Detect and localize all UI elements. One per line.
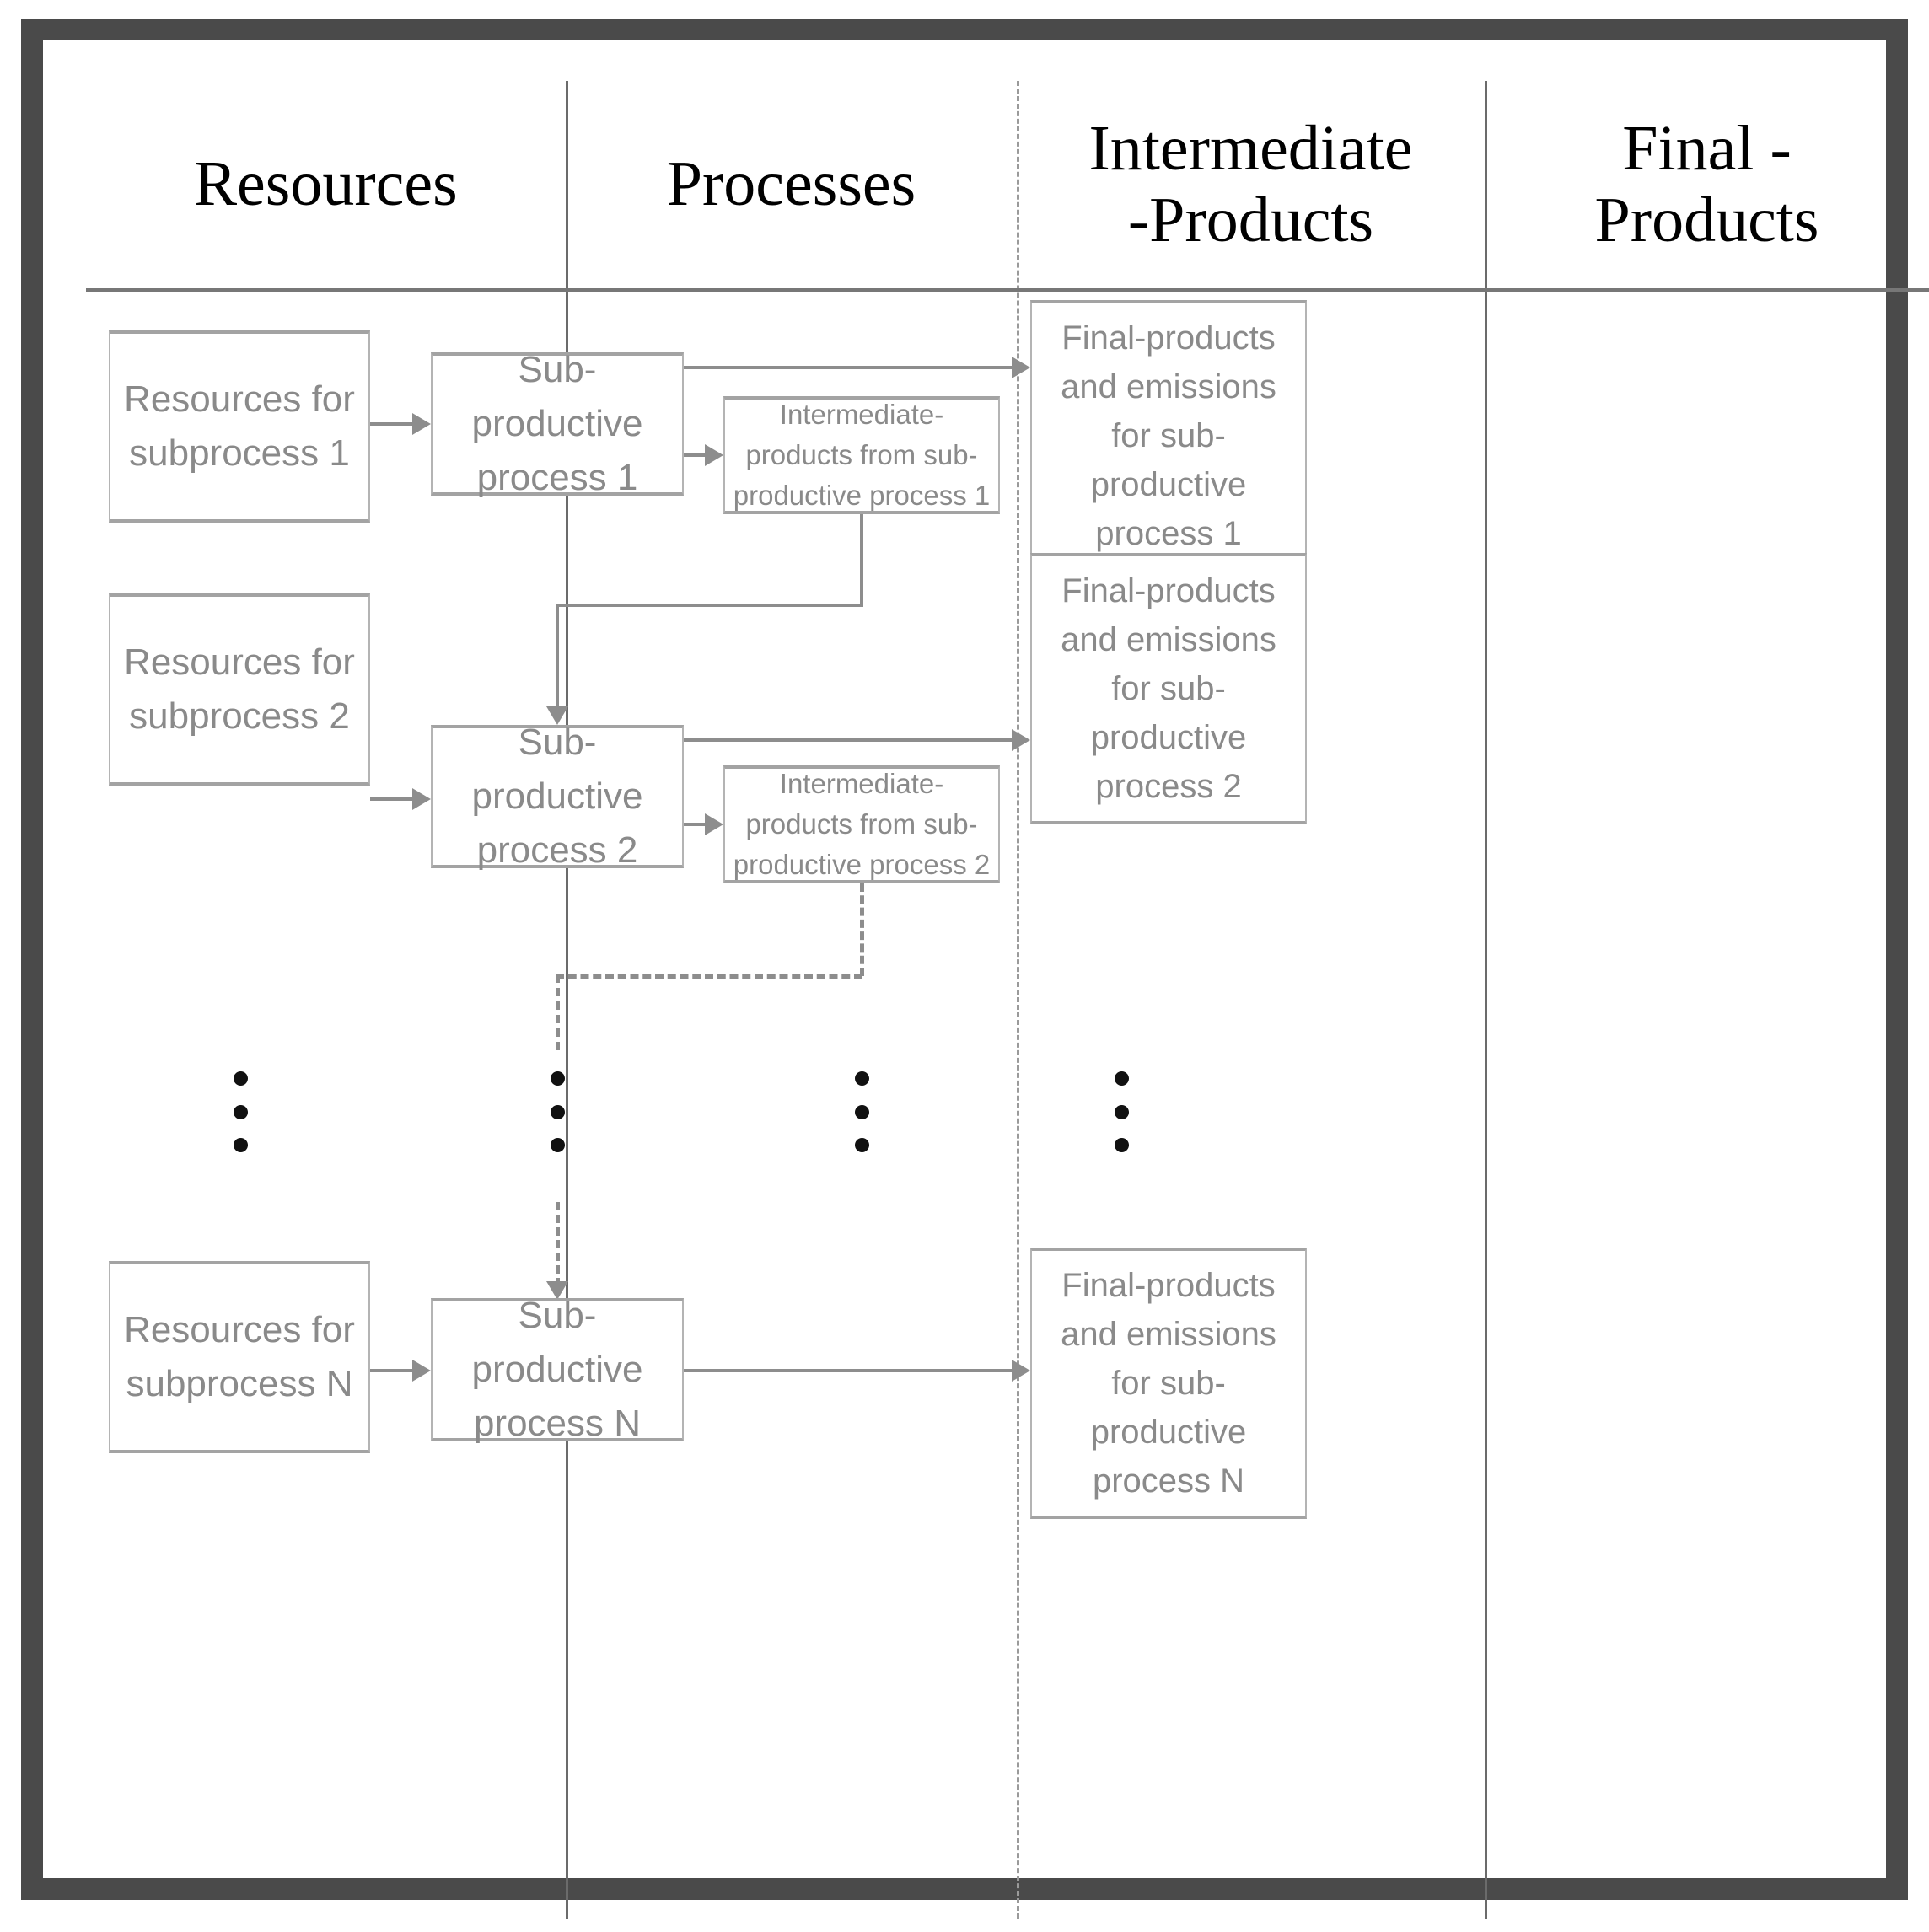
process-box-n-label: Sub-productive process N [471, 1295, 643, 1444]
ellipsis-dot [550, 1138, 565, 1152]
ellipsis-processes [546, 1071, 568, 1152]
column-header-intermediate-products: Intermediate-Products [1017, 81, 1485, 288]
ellipsis-dot [1114, 1104, 1129, 1119]
final-box-n[interactable]: Final-products and emissions for sub-pro… [1030, 1248, 1307, 1519]
process-box-1[interactable]: Sub-productive process 1 [431, 349, 684, 498]
resource-box-2-label: Resources for subprocess 2 [124, 641, 355, 737]
column-header-intermediate-line2: -Products [1127, 185, 1374, 255]
final-box-1-label: Final-products and emissions for sub-pro… [1061, 319, 1276, 552]
column-header-resources-label: Resources [194, 148, 458, 220]
arrowhead-proc2-final2 [1012, 729, 1030, 751]
connector-inter2-feedback-left [556, 974, 862, 979]
column-header-intermediate-line1: Intermediate [1088, 112, 1413, 184]
resource-box-1[interactable]: Resources for subprocess 1 [109, 330, 370, 523]
ellipsis-dot [550, 1071, 565, 1086]
column-header-final-line2: Products [1594, 185, 1819, 255]
column-header-resources: Resources [86, 81, 566, 288]
ellipsis-dot [1114, 1071, 1129, 1086]
final-box-1[interactable]: Final-products and emissions for sub-pro… [1030, 300, 1307, 572]
connector-inter2-feedback-down [860, 883, 864, 976]
intermediate-box-1-label: Intermediate-products from sub-productiv… [733, 399, 991, 511]
connector-proc2-inter2 [684, 823, 705, 826]
connector-res1-proc1 [370, 422, 412, 426]
arrowhead-proc1-inter1 [705, 444, 723, 466]
swimlane-table: Resources Processes Intermediate-Product… [86, 81, 1929, 1919]
resource-box-n-label: Resources for subprocess N [124, 1309, 355, 1404]
connector-inter2-feedback-into-procN [556, 1202, 560, 1286]
resource-box-2[interactable]: Resources for subprocess 2 [109, 593, 370, 786]
ellipsis-dot [854, 1071, 869, 1086]
ellipsis-resources [229, 1071, 251, 1152]
arrowhead-res1-proc1 [412, 413, 431, 435]
resource-box-n[interactable]: Resources for subprocess N [109, 1261, 370, 1453]
arrowhead-proc1-final1 [1012, 357, 1030, 378]
ellipsis-intermediate [851, 1071, 873, 1152]
process-box-2-label: Sub-productive process 2 [471, 722, 643, 871]
connector-inter1-feedback-left [556, 604, 863, 607]
arrowhead-res2-proc2 [412, 788, 431, 810]
column-header-processes: Processes [566, 81, 1017, 288]
ellipsis-dot [854, 1104, 869, 1119]
connector-proc2-final2 [684, 738, 1012, 742]
final-box-2[interactable]: Final-products and emissions for sub-pro… [1030, 553, 1307, 824]
intermediate-box-1[interactable]: Intermediate-products from sub-productiv… [723, 396, 1000, 514]
column-header-final-line1: Final - [1622, 112, 1792, 184]
arrowhead-inter2-procN [546, 1281, 568, 1300]
connector-procn-finaln [684, 1369, 1012, 1372]
ellipsis-dot [233, 1138, 248, 1152]
connector-inter2-feedback-stub [556, 974, 560, 1050]
final-box-n-label: Final-products and emissions for sub-pro… [1061, 1267, 1276, 1500]
connector-inter1-feedback-into-proc2 [556, 604, 559, 710]
arrowhead-procn-finaln [1012, 1360, 1030, 1382]
arrowhead-proc2-inter2 [705, 813, 723, 835]
column-divider-resources-processes [566, 81, 568, 1919]
column-header-final-products: Final -Products [1485, 81, 1929, 288]
arrowhead-resn-procn [412, 1360, 431, 1382]
process-box-1-label: Sub-productive process 1 [471, 349, 643, 498]
connector-inter1-feedback-down [860, 514, 863, 607]
outer-frame: Resources Processes Intermediate-Product… [21, 19, 1929, 1919]
final-box-2-label: Final-products and emissions for sub-pro… [1061, 572, 1276, 805]
intermediate-box-2[interactable]: Intermediate-products from sub-productiv… [723, 765, 1000, 883]
process-box-n[interactable]: Sub-productive process N [431, 1295, 684, 1444]
resource-box-1-label: Resources for subprocess 1 [124, 378, 355, 474]
connector-res2-proc2 [370, 797, 412, 801]
intermediate-box-2-label: Intermediate-products from sub-productiv… [733, 768, 991, 880]
column-divider-processes-intermediate [1017, 81, 1019, 1919]
ellipsis-dot [233, 1071, 248, 1086]
ellipsis-dot [854, 1138, 869, 1152]
process-box-2[interactable]: Sub-productive process 2 [431, 722, 684, 871]
ellipsis-dot [550, 1104, 565, 1119]
column-divider-intermediate-final [1485, 81, 1487, 1919]
connector-resn-procn [370, 1369, 412, 1372]
column-header-processes-label: Processes [666, 148, 916, 220]
connector-proc1-inter1 [684, 453, 705, 457]
ellipsis-dot [1114, 1138, 1129, 1152]
ellipsis-final [1110, 1071, 1132, 1152]
ellipsis-dot [233, 1104, 248, 1119]
header-bottom-rule [86, 288, 1929, 292]
arrowhead-inter1-proc2 [546, 706, 568, 725]
connector-proc1-final1 [684, 366, 1012, 369]
